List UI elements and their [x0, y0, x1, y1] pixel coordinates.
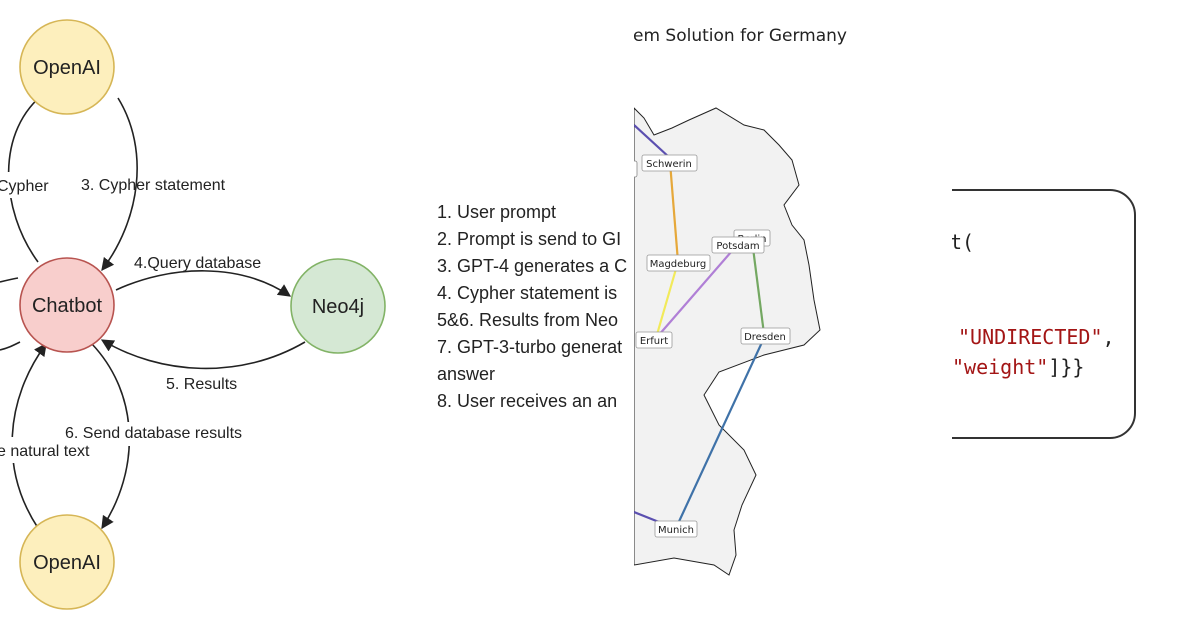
code-line-1: t(	[952, 230, 975, 254]
flow-diagram-canvas: Cypher 3. Cypher statement 4.Query datab…	[0, 19, 386, 610]
steps-list: 1. User prompt 2. Prompt is send to GI 3…	[437, 199, 627, 415]
route-line	[654, 261, 680, 339]
step-item: 2. Prompt is send to GI	[437, 229, 622, 249]
city-name: Dresden	[744, 332, 786, 343]
node-openai-top-label: OpenAI	[33, 57, 101, 79]
node-chatbot: Chatbot	[19, 257, 115, 353]
step-item: 4. Cypher statement is	[437, 283, 618, 303]
city-label-schwerin: Schwerin	[641, 154, 698, 172]
node-openai-top: OpenAI	[19, 19, 115, 115]
edge-openai-bottom-to-chatbot	[11, 342, 47, 529]
route-line	[675, 337, 765, 529]
node-openai-bottom-label: OpenAI	[33, 552, 101, 574]
code-string-weight: "weight"	[952, 355, 1049, 379]
edge-openai-top-to-chatbot	[101, 97, 138, 272]
node-openai-bottom: OpenAI	[19, 514, 115, 610]
city-label-magdeburg: Magdeburg	[646, 254, 711, 272]
germany-outline	[634, 107, 821, 576]
map-title: em Solution for Germany	[634, 26, 847, 46]
step-item: 1. User prompt	[437, 202, 557, 222]
city-label-dresden: Dresden	[740, 327, 791, 345]
step-item: 8. User receives an an	[437, 391, 618, 411]
city-label-potsdam: Potsdam	[711, 236, 765, 254]
step-item: 5&6. Results from Neo	[437, 310, 619, 330]
edge-label-send-db-results: 6. Send database results	[65, 425, 242, 442]
edge-label-cypher-partial: Cypher	[0, 178, 49, 195]
route-line	[750, 239, 766, 335]
edge-offscreen-upper	[0, 277, 19, 283]
step-item: 3. GPT-4 generates a C	[437, 256, 628, 276]
route-line	[668, 161, 680, 263]
city-name: Erfurt	[640, 336, 668, 347]
node-neo4j-label: Neo4j	[312, 296, 364, 318]
edge-label-results: 5. Results	[166, 376, 237, 393]
step-item: 7. GPT-3-turbo generat	[437, 337, 623, 357]
edge-chatbot-to-neo4j	[115, 270, 292, 297]
code-line-3: "weight"]}}	[952, 355, 1084, 379]
route-line	[657, 243, 739, 337]
city-name: Munich	[658, 525, 694, 536]
code-box	[952, 189, 1136, 439]
node-neo4j: Neo4j	[290, 258, 386, 354]
code-panel: t( "UNDIRECTED", "weight"]}}	[952, 0, 1200, 630]
step-item: answer	[437, 364, 496, 384]
edge-neo4j-to-chatbot	[100, 339, 306, 370]
germany-map-panel: em Solution for Germany Schwerin Berlin …	[634, 0, 952, 630]
edge-label-cypher-statement: 3. Cypher statement	[81, 177, 226, 194]
edge-label-natural-text-partial: e natural text	[0, 443, 90, 460]
code-line-2-end: ,	[1102, 325, 1115, 349]
city-name: Potsdam	[716, 241, 759, 252]
route-line	[634, 124, 671, 159]
steps-panel: 1. User prompt 2. Prompt is send to GI 3…	[420, 0, 634, 630]
city-label-erfurt: Erfurt	[635, 331, 673, 349]
city-name: Schwerin	[646, 159, 692, 170]
node-chatbot-label: Chatbot	[32, 295, 102, 317]
city-label-munich: Munich	[654, 520, 698, 538]
code-line-3-end: ]}}	[1048, 355, 1085, 379]
city-name: Magdeburg	[650, 259, 707, 270]
germany-map: Schwerin Berlin Potsdam Magdeburg Dresde…	[634, 107, 821, 576]
flow-diagram: Cypher 3. Cypher statement 4.Query datab…	[0, 0, 420, 630]
edge-label-query-database: 4.Query database	[134, 255, 261, 272]
edge-offscreen-lower	[0, 341, 21, 351]
code-line-2: "UNDIRECTED",	[958, 325, 1115, 349]
code-string-undirected: "UNDIRECTED"	[958, 325, 1103, 349]
edge-chatbot-to-openai-top	[7, 91, 48, 263]
